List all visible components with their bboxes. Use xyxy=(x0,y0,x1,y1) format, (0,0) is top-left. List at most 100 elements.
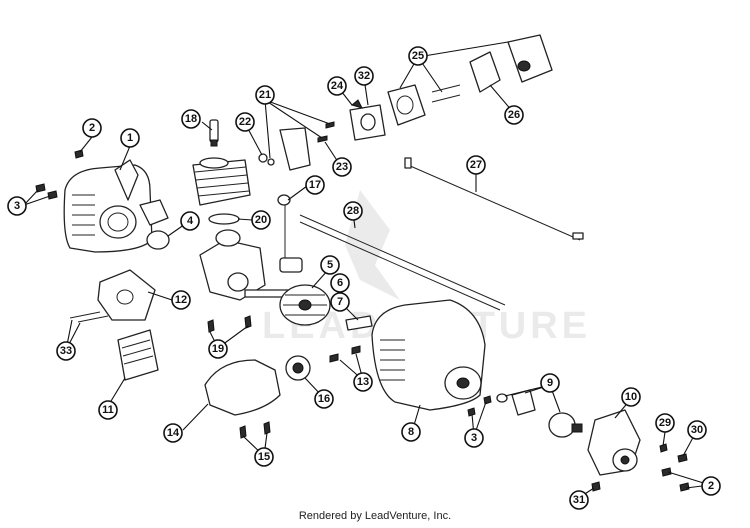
svg-text:19: 19 xyxy=(212,343,224,355)
svg-text:12: 12 xyxy=(175,294,187,306)
callout-19: 19 xyxy=(208,339,228,359)
callout-30: 30 xyxy=(687,420,707,440)
callout-12: 12 xyxy=(171,290,191,310)
callout-2: 2 xyxy=(82,118,102,138)
callout-11: 11 xyxy=(98,400,118,420)
flywheel-part xyxy=(279,284,331,326)
svg-text:9: 9 xyxy=(547,377,553,389)
svg-text:29: 29 xyxy=(659,417,671,429)
svg-text:24: 24 xyxy=(331,80,344,92)
air-filter-base-part xyxy=(387,84,426,126)
callout-22: 22 xyxy=(235,112,255,132)
svg-text:18: 18 xyxy=(185,113,197,125)
throttle-cable-part xyxy=(404,157,584,241)
svg-text:16: 16 xyxy=(318,393,330,405)
svg-text:3: 3 xyxy=(14,200,20,212)
clip-part xyxy=(258,153,268,163)
svg-text:7: 7 xyxy=(337,296,343,308)
pin-part xyxy=(345,315,373,331)
gear-head-part xyxy=(587,409,641,476)
callout-21: 21 xyxy=(255,85,275,105)
callout-3-lower: 3 xyxy=(464,428,484,448)
muffler-part xyxy=(117,329,159,381)
callout-33: 33 xyxy=(56,341,76,361)
air-filter-element-part xyxy=(469,51,501,93)
spark-plug-part xyxy=(209,119,219,147)
callout-27: 27 xyxy=(466,155,486,175)
engine-shroud-part xyxy=(63,159,169,253)
callout-23: 23 xyxy=(332,157,352,177)
svg-text:2: 2 xyxy=(708,480,714,492)
svg-text:5: 5 xyxy=(327,259,333,271)
bracket-part xyxy=(267,121,335,171)
footer-credit: Rendered by LeadVenture, Inc. xyxy=(298,510,452,522)
svg-text:11: 11 xyxy=(102,404,114,416)
callout-2-right: 2 xyxy=(701,476,721,496)
exhaust-shield-part xyxy=(204,359,281,416)
svg-text:2: 2 xyxy=(89,122,95,134)
svg-text:23: 23 xyxy=(336,161,348,173)
callout-17: 17 xyxy=(305,175,325,195)
muffler-bolts-part xyxy=(69,311,109,323)
callout-26: 26 xyxy=(504,105,524,125)
svg-text:30: 30 xyxy=(691,424,703,436)
svg-text:33: 33 xyxy=(60,345,72,357)
screw-part xyxy=(74,149,84,159)
svg-text:6: 6 xyxy=(337,277,343,289)
callout-15: 15 xyxy=(254,447,274,467)
svg-text:8: 8 xyxy=(408,426,414,438)
svg-text:14: 14 xyxy=(167,427,180,439)
air-filter-cover-part xyxy=(507,34,553,83)
svg-text:31: 31 xyxy=(573,494,585,506)
callout-20: 20 xyxy=(251,210,271,230)
cylinder-gasket-part xyxy=(208,213,240,225)
callout-5: 5 xyxy=(320,255,340,275)
clutch-parts xyxy=(496,389,583,438)
svg-text:13: 13 xyxy=(357,376,369,388)
screw-pair-part xyxy=(35,183,58,200)
callout-10: 10 xyxy=(621,387,641,407)
svg-text:26: 26 xyxy=(508,109,520,121)
nuts-part xyxy=(329,345,361,363)
svg-text:3: 3 xyxy=(471,432,477,444)
stop-cable-part xyxy=(299,214,506,311)
callout-8: 8 xyxy=(401,422,421,442)
svg-text:10: 10 xyxy=(625,391,637,403)
callout-32: 32 xyxy=(354,66,374,86)
svg-text:4: 4 xyxy=(187,215,194,227)
callout-1: 1 xyxy=(120,128,140,148)
cylinder-part xyxy=(192,157,251,206)
callout-14: 14 xyxy=(163,423,183,443)
callout-16: 16 xyxy=(314,389,334,409)
callout-3: 3 xyxy=(7,196,27,216)
svg-text:20: 20 xyxy=(255,214,267,226)
crankcase-screws-part xyxy=(207,315,252,333)
carburetor-part xyxy=(349,99,386,141)
svg-text:17: 17 xyxy=(309,179,321,191)
muffler-gasket-part xyxy=(97,269,156,321)
air-filter-screws-part xyxy=(431,84,461,103)
starter-housing-part xyxy=(371,299,486,411)
callout-29: 29 xyxy=(655,413,675,433)
callout-9: 9 xyxy=(540,373,560,393)
callout-6: 6 xyxy=(330,273,350,293)
svg-text:22: 22 xyxy=(239,116,251,128)
callout-7: 7 xyxy=(330,292,350,312)
svg-text:28: 28 xyxy=(347,205,359,217)
svg-text:25: 25 xyxy=(412,50,424,62)
throttle-rod-part xyxy=(277,194,303,273)
callout-24: 24 xyxy=(327,76,347,96)
callout-28: 28 xyxy=(343,201,363,221)
callout-18: 18 xyxy=(181,109,201,129)
bearing-part xyxy=(285,355,311,381)
gasket-ring-part xyxy=(146,230,170,250)
callout-13: 13 xyxy=(353,372,373,392)
callout-25: 25 xyxy=(408,46,428,66)
svg-text:15: 15 xyxy=(258,451,270,463)
callout-31: 31 xyxy=(569,490,589,510)
screw-bottom-part xyxy=(591,481,601,492)
callout-4: 4 xyxy=(180,211,200,231)
svg-text:27: 27 xyxy=(470,159,482,171)
shield-screws-part xyxy=(239,421,271,439)
